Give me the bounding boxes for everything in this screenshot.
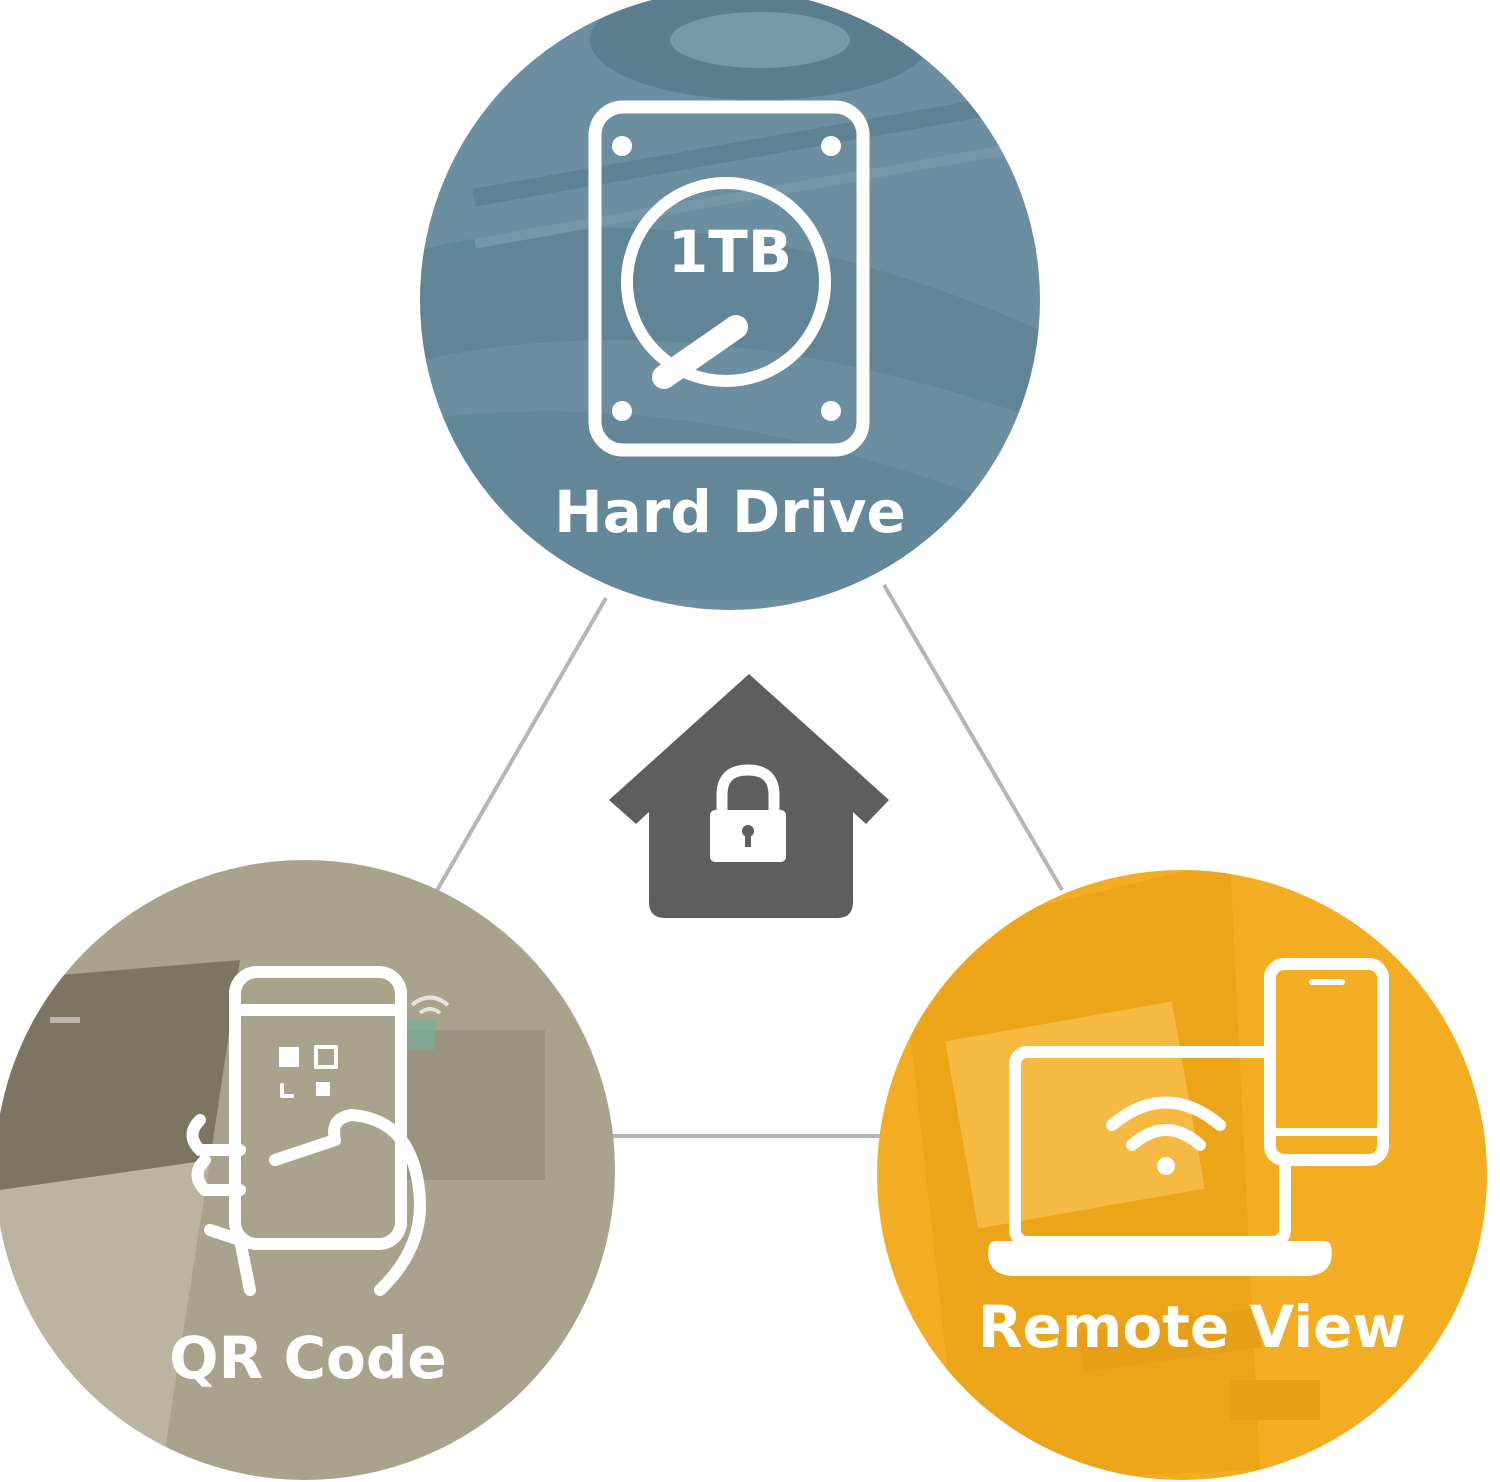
qr-code-label: QR Code bbox=[169, 1324, 446, 1392]
hard-drive-node: 1TB Hard Drive bbox=[420, 0, 1040, 610]
qr-code-node: QR Code bbox=[0, 860, 615, 1480]
hard-drive-icon bbox=[588, 100, 870, 457]
remote-view-node: Remote View bbox=[877, 870, 1487, 1480]
phone-qr-scan-icon bbox=[186, 966, 427, 1296]
capacity-label: 1TB bbox=[668, 218, 792, 286]
house-lock-icon bbox=[609, 674, 889, 918]
wifi-signal-icon bbox=[410, 995, 450, 1015]
hard-drive-circle bbox=[420, 0, 1040, 610]
remote-view-label: Remote View bbox=[978, 1293, 1406, 1361]
hard-drive-background bbox=[420, 0, 1040, 600]
hard-drive-label: Hard Drive bbox=[554, 478, 906, 546]
connector-hard-drive-qr bbox=[434, 596, 608, 894]
laptop-phone-wifi-icon bbox=[988, 958, 1389, 1276]
connector-lines bbox=[434, 583, 1064, 1138]
connector-hard-drive-remote bbox=[882, 583, 1064, 892]
